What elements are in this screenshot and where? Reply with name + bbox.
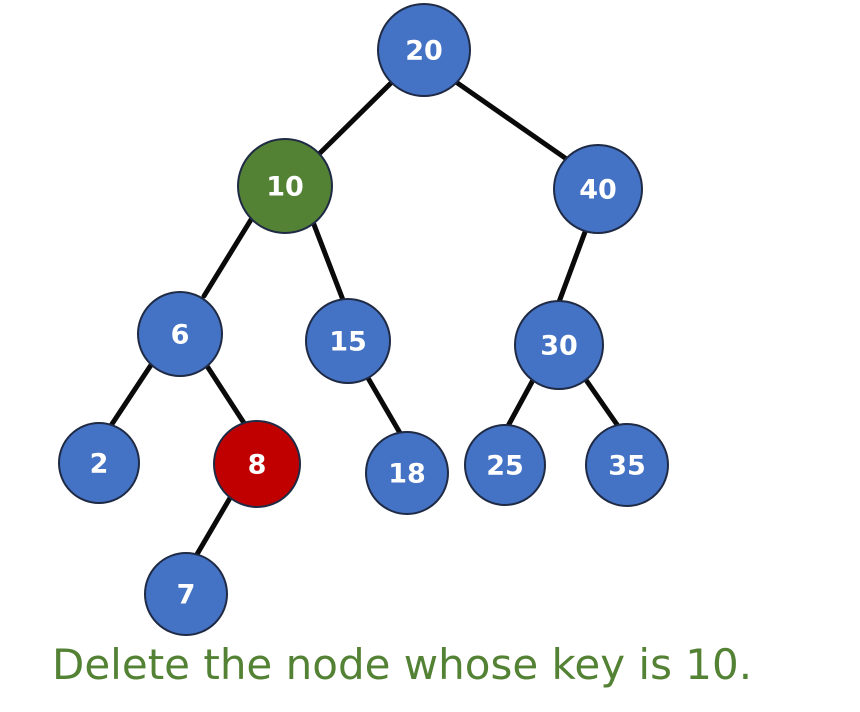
tree-nodes: 20 10 40 6 15 30 2 8 18 25 35 7 [58,3,669,636]
tree-edge-n30-n25 [505,377,536,429]
node-label-30: 30 [540,331,578,362]
node-label-35: 35 [608,451,646,482]
node-circle-40[interactable] [553,144,643,234]
node-circle-10[interactable] [237,138,333,234]
node-label-15: 15 [329,327,367,358]
node-circle-25[interactable] [464,424,546,506]
tree-node-40[interactable]: 40 [553,144,643,234]
node-label-6: 6 [171,320,190,351]
tree-node-15[interactable]: 15 [305,298,391,384]
tree-node-10[interactable]: 10 [237,138,333,234]
node-label-20: 20 [405,36,443,67]
node-circle-8[interactable] [213,420,301,508]
tree-node-20[interactable]: 20 [377,3,471,97]
tree-edge-n40-n30 [556,229,588,305]
node-label-25: 25 [486,451,524,482]
tree-edge-n6-n8 [204,363,247,426]
node-circle-15[interactable] [305,298,391,384]
tree-node-2[interactable]: 2 [58,422,140,504]
tree-edge-n10-n15 [310,219,346,303]
tree-edge-n8-n7 [193,495,233,559]
node-circle-6[interactable] [137,291,223,377]
tree-edge-n15-n18 [365,375,403,436]
tree-node-7[interactable]: 7 [144,552,228,636]
node-label-7: 7 [177,580,196,611]
tree-edges [109,79,621,559]
caption-text: Delete the node whose key is 10. [52,640,753,689]
tree-edge-n10-n6 [201,215,255,299]
tree-edge-n20-n40 [453,79,571,163]
tree-edge-n6-n2 [109,362,154,427]
tree-edge-n20-n10 [315,80,394,158]
node-label-18: 18 [388,459,426,490]
node-circle-20[interactable] [377,3,471,97]
tree-node-25[interactable]: 25 [464,424,546,506]
tree-node-6[interactable]: 6 [137,291,223,377]
node-label-8: 8 [248,450,267,481]
tree-node-8[interactable]: 8 [213,420,301,508]
tree-node-35[interactable]: 35 [585,423,669,507]
node-circle-30[interactable] [514,300,604,390]
node-label-40: 40 [579,175,617,206]
node-circle-7[interactable] [144,552,228,636]
node-label-2: 2 [90,449,109,480]
node-circle-2[interactable] [58,422,140,504]
tree-edge-n30-n35 [583,377,621,429]
tree-node-18[interactable]: 18 [365,431,449,515]
tree-node-30[interactable]: 30 [514,300,604,390]
node-label-10: 10 [266,172,304,203]
node-circle-18[interactable] [365,431,449,515]
node-circle-35[interactable] [585,423,669,507]
